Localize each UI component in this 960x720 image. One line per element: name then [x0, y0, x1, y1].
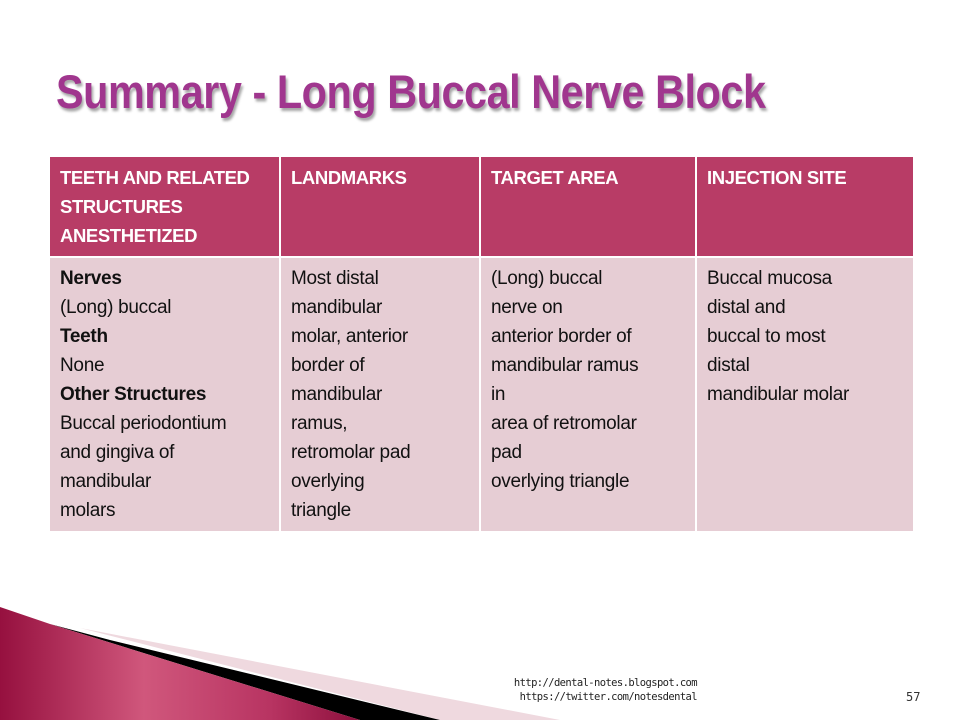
- table-row: Nerves (Long) buccal Teeth None Other St…: [48, 256, 915, 533]
- injection-site-line: Buccal mucosa: [707, 268, 832, 289]
- target-area-line: in: [491, 384, 506, 405]
- cell-landmarks: Most distal mandibular molar, anterior b…: [279, 256, 481, 533]
- cell-anesthetized: Nerves (Long) buccal Teeth None Other St…: [48, 256, 281, 533]
- value-nerves: (Long) buccal: [60, 297, 172, 318]
- footer-links: http://dental-notes.blogspot.com https:/…: [500, 676, 698, 704]
- landmarks-line: border of: [291, 355, 365, 376]
- target-area-line: nerve on: [491, 297, 563, 318]
- target-area-line: anterior border of: [491, 326, 632, 347]
- header-landmarks: LANDMARKS: [279, 155, 481, 258]
- cell-target-area: (Long) buccal nerve on anterior border o…: [479, 256, 697, 533]
- page-number: 57: [906, 690, 921, 704]
- landmarks-line: mandibular: [291, 297, 382, 318]
- summary-table: TEETH AND RELATED STRUCTURES ANESTHETIZE…: [48, 155, 915, 533]
- slide-title: Summary - Long Buccal Nerve Block: [56, 65, 766, 118]
- injection-site-line: buccal to most: [707, 326, 826, 347]
- header-target-area: TARGET AREA: [479, 155, 697, 258]
- label-other-structures: Other Structures: [60, 384, 207, 405]
- twitter-link[interactable]: https://twitter.com/notesdental: [519, 691, 698, 703]
- value-other-structures-line: mandibular: [60, 471, 151, 492]
- landmarks-line: retromolar pad: [291, 442, 411, 463]
- target-area-line: (Long) buccal: [491, 268, 603, 289]
- cell-injection-site: Buccal mucosa distal and buccal to most …: [695, 256, 915, 533]
- landmarks-line: mandibular: [291, 384, 382, 405]
- table-header-row: TEETH AND RELATED STRUCTURES ANESTHETIZE…: [48, 155, 915, 258]
- label-teeth: Teeth: [60, 326, 108, 347]
- injection-site-line: distal and: [707, 297, 786, 318]
- landmarks-line: ramus,: [291, 413, 348, 434]
- landmarks-line: triangle: [291, 500, 351, 521]
- blog-link[interactable]: http://dental-notes.blogspot.com: [513, 677, 698, 689]
- landmarks-line: overlying: [291, 471, 365, 492]
- value-teeth: None: [60, 355, 105, 376]
- target-area-line: area of retromolar: [491, 413, 637, 434]
- landmarks-line: Most distal: [291, 268, 379, 289]
- label-nerves: Nerves: [60, 268, 122, 289]
- target-area-line: mandibular ramus: [491, 355, 639, 376]
- value-other-structures-line: molars: [60, 500, 116, 521]
- value-other-structures-line: and gingiva of: [60, 442, 175, 463]
- injection-site-line: mandibular molar: [707, 384, 849, 405]
- landmarks-line: molar, anterior: [291, 326, 408, 347]
- target-area-line: pad: [491, 442, 522, 463]
- target-area-line: overlying triangle: [491, 471, 630, 492]
- value-other-structures-line: Buccal periodontium: [60, 413, 227, 434]
- header-injection-site: INJECTION SITE: [695, 155, 915, 258]
- header-anesthetized: TEETH AND RELATED STRUCTURES ANESTHETIZE…: [48, 155, 281, 258]
- injection-site-line: distal: [707, 355, 750, 376]
